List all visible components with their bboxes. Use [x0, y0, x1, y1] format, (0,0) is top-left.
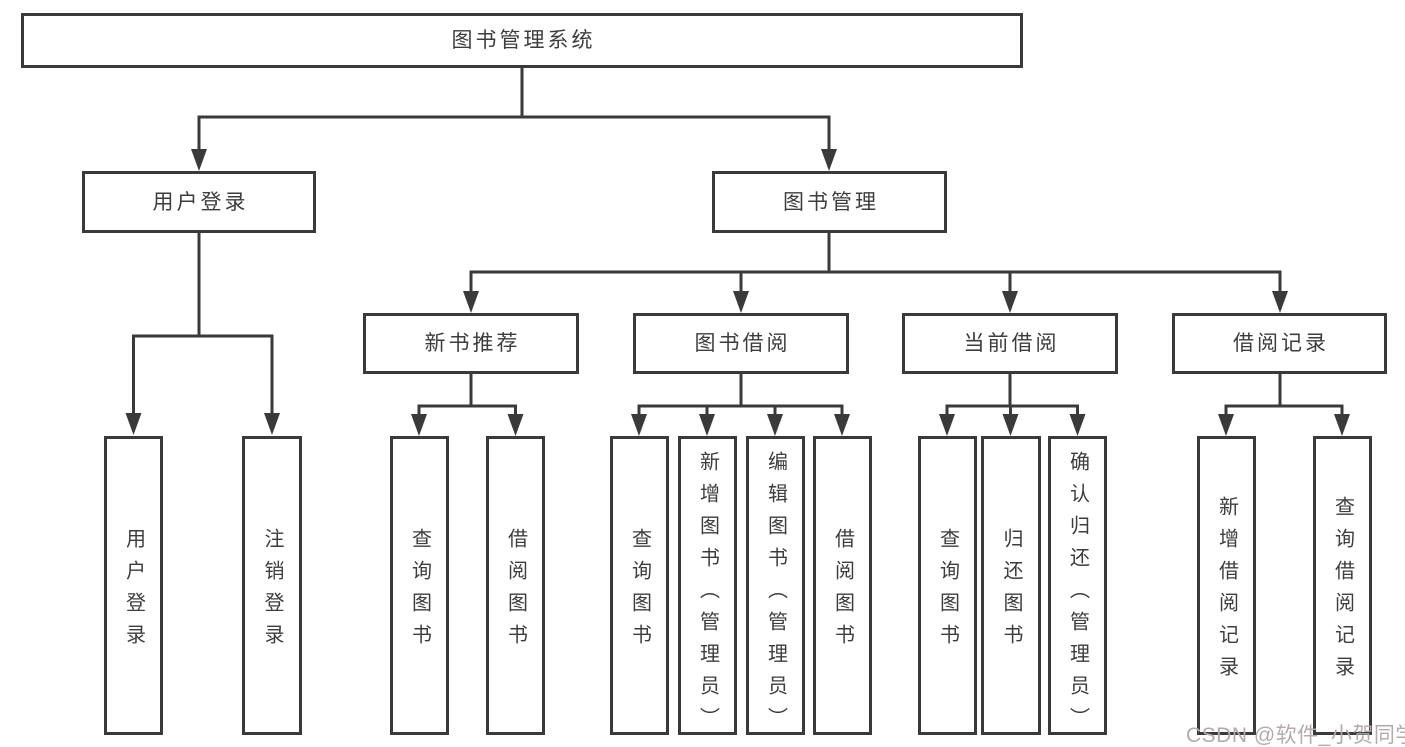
- leaf-add-books-admin: 新增图书（管理员）: [678, 436, 737, 739]
- leaf-recommend-query-books: 查询图书: [390, 436, 449, 735]
- leaf-confirm-return-admin: 确认归还（管理员）: [1048, 436, 1107, 739]
- leaf-logout: 注销登录: [242, 436, 302, 735]
- node-book-borrow: 图书借阅: [633, 313, 849, 374]
- node-user-login: 用户登录: [82, 171, 316, 233]
- leaf-borrow-books: 借阅图书: [813, 436, 872, 735]
- leaf-query-borrow-record: 查询借阅记录: [1313, 436, 1372, 735]
- node-book-management: 图书管理: [712, 171, 947, 233]
- leaf-recommend-borrow-books: 借阅图书: [486, 436, 545, 735]
- leaf-return-books: 归还图书: [981, 436, 1041, 735]
- leaf-current-query-books: 查询图书: [918, 436, 977, 735]
- leaf-borrow-query-books: 查询图书: [610, 436, 669, 735]
- leaf-edit-books-admin: 编辑图书（管理员）: [746, 436, 805, 739]
- csdn-watermark: CSDN @软件_小贺同学: [1186, 724, 1405, 747]
- node-new-book-recommend: 新书推荐: [363, 313, 579, 374]
- node-borrow-records: 借阅记录: [1172, 313, 1387, 374]
- leaf-user-login: 用户登录: [104, 436, 163, 735]
- leaf-add-borrow-record: 新增借阅记录: [1197, 436, 1256, 735]
- arrowheads: [125, 149, 1350, 436]
- node-current-borrow: 当前借阅: [902, 313, 1118, 374]
- node-root-system: 图书管理系统: [21, 13, 1023, 68]
